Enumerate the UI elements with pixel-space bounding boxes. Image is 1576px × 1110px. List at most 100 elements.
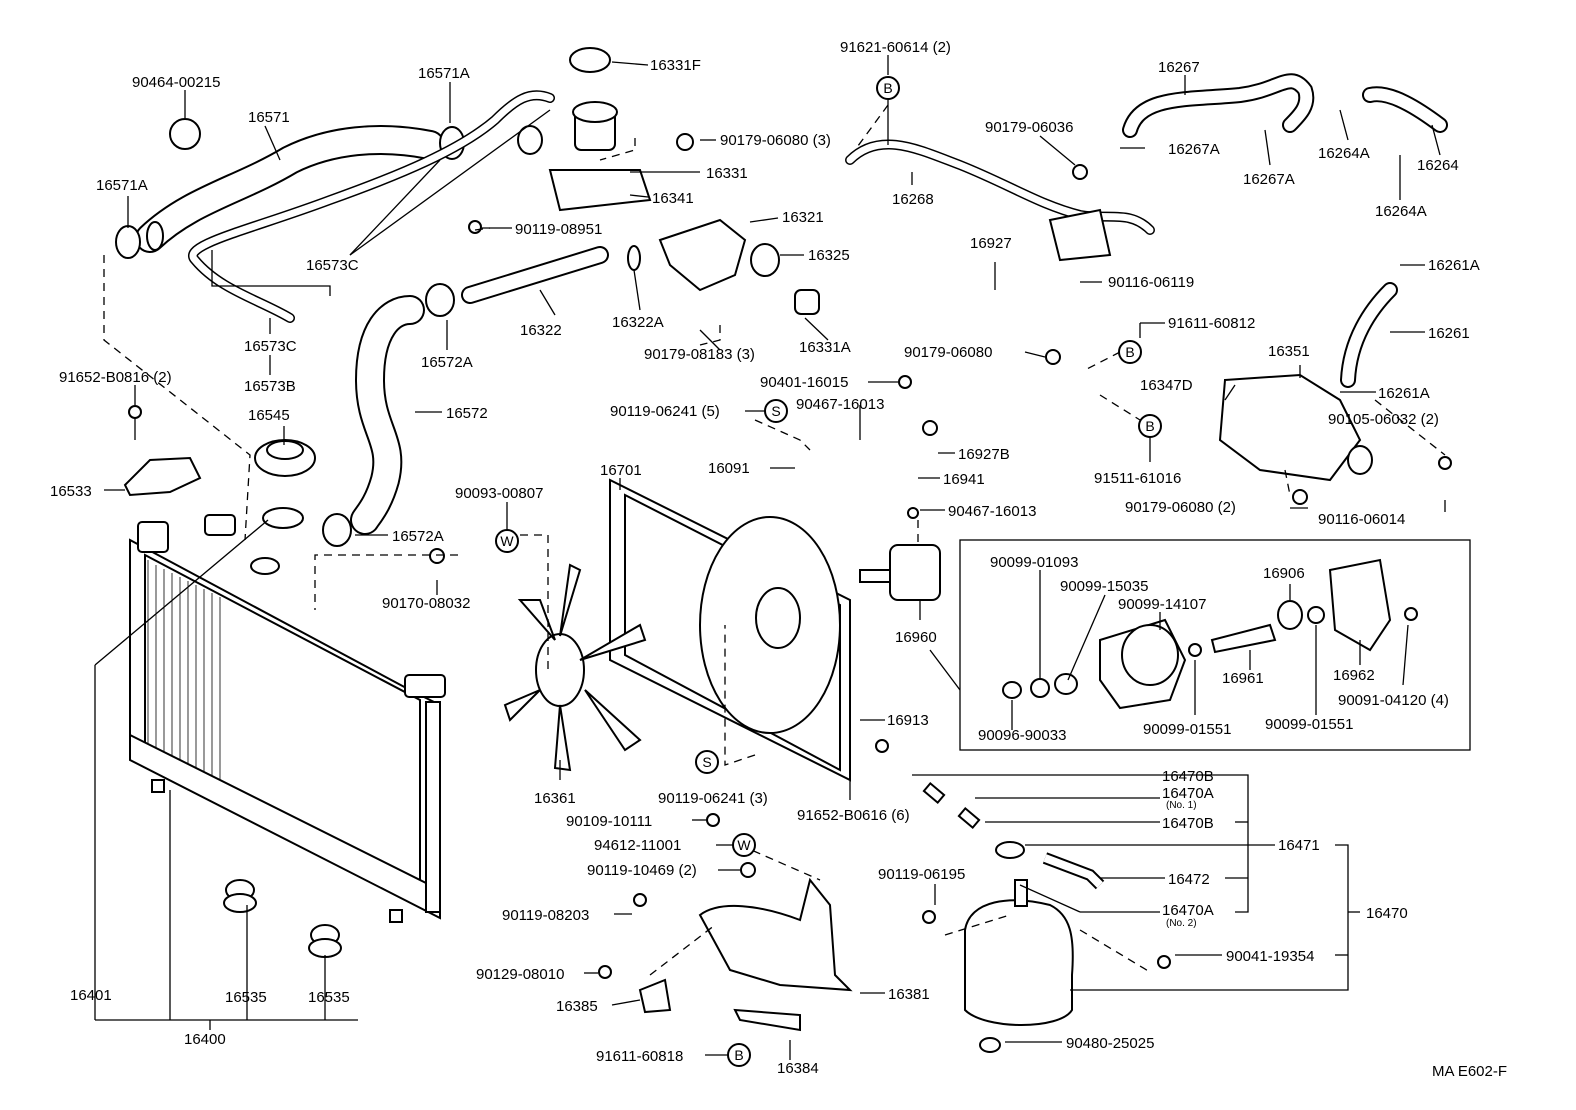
label-16470A-no1-sub: (No. 1)	[1166, 800, 1197, 811]
water-outlet-16331	[517, 47, 652, 212]
bracket-16385	[638, 978, 672, 1014]
label-16401: 16401	[70, 987, 112, 1004]
label-16941: 16941	[943, 471, 985, 488]
water-pipe-16322	[461, 218, 820, 315]
svg-text:W: W	[737, 837, 751, 853]
callout-circles: B B B B S S W W	[495, 76, 1162, 1067]
label-16331: 16331	[706, 165, 748, 182]
label-16385: 16385	[556, 998, 598, 1015]
label-16472: 16472	[1168, 871, 1210, 888]
leader-lines	[94, 55, 1446, 1060]
radiator-core-hatch	[147, 560, 221, 780]
label-16470B-b: 16470B	[1162, 815, 1214, 832]
label-16325: 16325	[808, 247, 850, 264]
label-16400: 16400	[184, 1031, 226, 1048]
label-90179-06080-3: 90179-06080 (3)	[720, 132, 831, 149]
label-90119-06195: 90119-06195	[878, 866, 965, 883]
label-16470: 16470	[1366, 905, 1408, 922]
label-16571A-left: 16571A	[96, 177, 148, 194]
bracket-16533	[123, 456, 202, 497]
label-90401-16015: 90401-16015	[760, 374, 848, 391]
radiator	[129, 507, 446, 923]
callout-s-1: S	[764, 399, 788, 423]
label-16572A-top: 16572A	[421, 354, 473, 371]
label-16471: 16471	[1278, 837, 1320, 854]
svg-text:W: W	[500, 533, 514, 549]
label-16341: 16341	[652, 190, 694, 207]
label-90179-06080: 90179-06080	[904, 344, 992, 361]
label-16331A: 16331A	[799, 339, 851, 356]
svg-text:B: B	[883, 80, 892, 96]
label-90093-00807: 90093-00807	[455, 485, 543, 502]
label-16091: 16091	[708, 460, 750, 477]
cushion-16535-a	[223, 879, 257, 913]
pump-16960	[859, 544, 941, 601]
label-91621-60614-2: 91621-60614 (2)	[840, 39, 951, 56]
label-16322: 16322	[520, 322, 562, 339]
svg-text:S: S	[771, 403, 780, 419]
label-91611-60818: 91611-60818	[596, 1048, 683, 1065]
label-91652-B0616-6: 91652-B0616 (6)	[797, 807, 910, 824]
label-90099-01093: 90099-01093	[990, 554, 1078, 571]
label-16927B: 16927B	[958, 446, 1010, 463]
label-16470B-a: 16470B	[1162, 768, 1214, 785]
label-16571: 16571	[248, 109, 290, 126]
label-90099-14107: 90099-14107	[1118, 596, 1206, 613]
label-90105-06032-2: 90105-06032 (2)	[1328, 411, 1439, 428]
label-16470A-no2-sub: (No. 2)	[1166, 918, 1197, 929]
callout-w-2: W	[732, 833, 756, 857]
label-16913: 16913	[887, 712, 929, 729]
radiator-hose-16572	[322, 283, 455, 547]
fan-16361	[503, 563, 647, 772]
label-16470A-no1: 16470A	[1162, 785, 1214, 802]
label-90464-00215: 90464-00215	[132, 74, 220, 91]
reservoir-tank-16470	[922, 781, 1105, 1053]
svg-text:B: B	[1145, 418, 1154, 434]
label-91511-61016: 91511-61016	[1094, 470, 1181, 487]
label-90480-25025: 90480-25025	[1066, 1035, 1154, 1052]
label-16535-b: 16535	[308, 989, 350, 1006]
label-16470A-no2: 16470A	[1162, 902, 1214, 919]
label-16573B: 16573B	[244, 378, 296, 395]
label-16545: 16545	[248, 407, 290, 424]
label-16267A-b: 16267A	[1243, 171, 1295, 188]
bracket-16381	[698, 877, 853, 992]
label-16906: 16906	[1263, 565, 1305, 582]
label-90109-10111: 90109-10111	[566, 813, 652, 830]
label-94612-11001: 94612-11001	[594, 837, 681, 854]
label-90099-15035: 90099-15035	[1060, 578, 1148, 595]
label-90096-90033: 90096-90033	[978, 727, 1066, 744]
label-16572: 16572	[446, 405, 488, 422]
label-16701: 16701	[600, 462, 642, 479]
dashed-lines	[103, 104, 1446, 976]
label-16321: 16321	[782, 209, 824, 226]
svg-text:B: B	[1125, 344, 1134, 360]
water-bypass-16351	[1218, 373, 1373, 482]
label-90041-19354: 90041-19354	[1226, 948, 1314, 965]
label-16322A: 16322A	[612, 314, 664, 331]
label-16331F: 16331F	[650, 57, 701, 74]
label-16347D: 16347D	[1140, 377, 1193, 394]
label-16361: 16361	[534, 790, 576, 807]
label-90179-06036: 90179-06036	[985, 119, 1073, 136]
callout-b-3: B	[1138, 414, 1162, 438]
label-91611-60812: 91611-60812	[1168, 315, 1255, 332]
label-90119-06241-5: 90119-06241 (5)	[610, 403, 720, 420]
label-16261A-low: 16261A	[1378, 385, 1430, 402]
label-90116-06119: 90116-06119	[1108, 274, 1194, 291]
label-90091-04120-4: 90091-04120 (4)	[1338, 692, 1449, 709]
label-90116-06014: 90116-06014	[1318, 511, 1405, 528]
label-90119-08951: 90119-08951	[515, 221, 602, 238]
label-16261: 16261	[1428, 325, 1470, 342]
callout-b-2: B	[1118, 340, 1142, 364]
callout-w-1: W	[495, 529, 519, 553]
radiator-cap-16545	[254, 439, 316, 477]
label-91652-B0816-2: 91652-B0816 (2)	[59, 369, 172, 386]
bracket-16384	[733, 1008, 801, 1032]
diagram-code: MA E602-F	[1432, 1063, 1507, 1080]
label-90119-10469-2: 90119-10469 (2)	[587, 862, 697, 879]
callout-s-2: S	[695, 750, 719, 774]
part-labels: 16331F 90464-00215 16571A 16571 16571A 1…	[50, 39, 1507, 1080]
label-90099-01551-b: 90099-01551	[1265, 716, 1353, 733]
